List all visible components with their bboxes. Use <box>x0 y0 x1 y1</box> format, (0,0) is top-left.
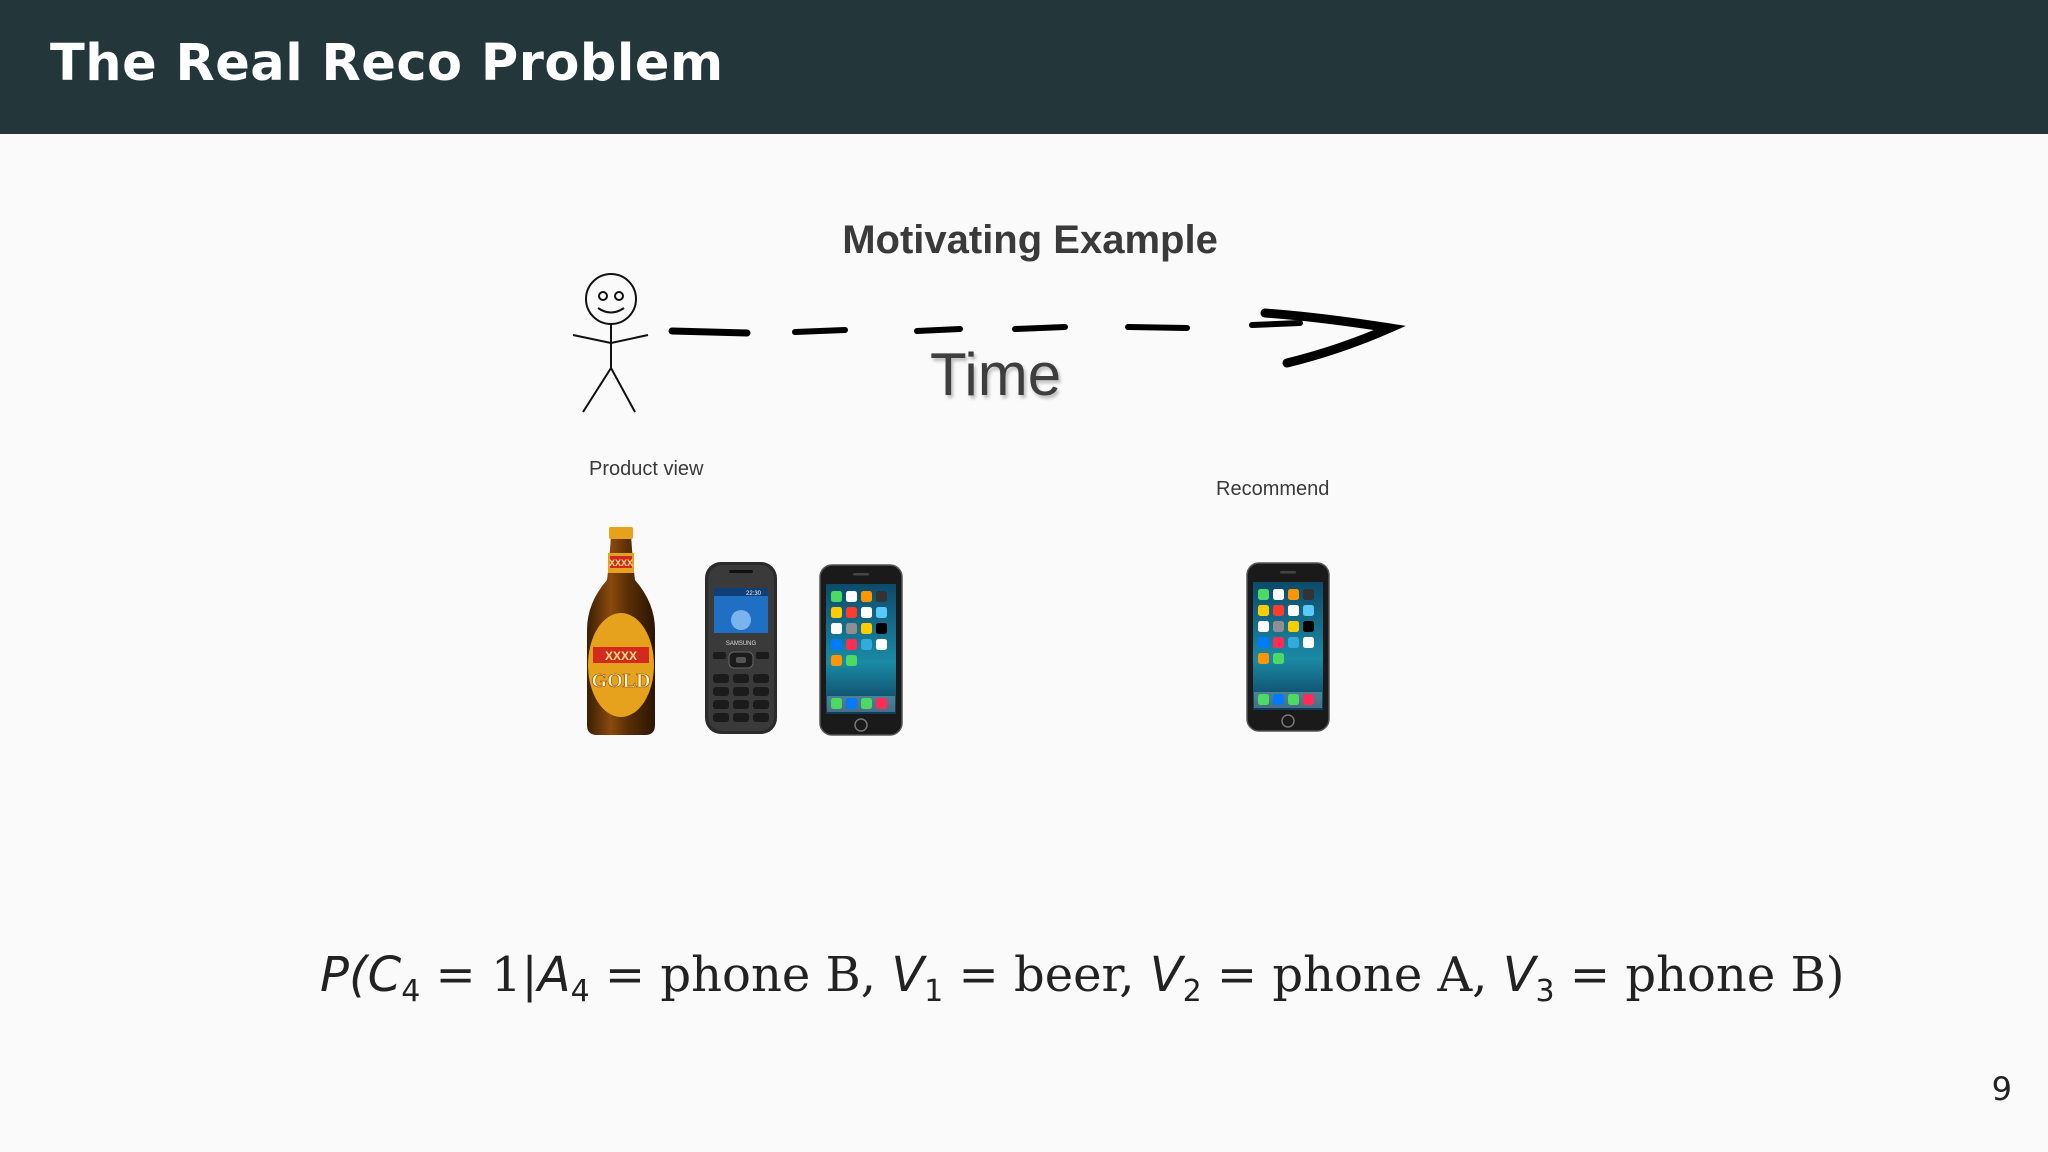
timeline-graphic <box>572 273 1406 413</box>
formula-p: P( <box>320 947 368 1003</box>
formula-v2-sub: 2 <box>1182 974 1202 1009</box>
formula-a-sub: 4 <box>570 974 590 1009</box>
formula-a: A <box>537 947 571 1003</box>
recommended-smartphone-icon <box>1246 562 1330 732</box>
formula-v1-sub: 1 <box>924 974 944 1009</box>
formula-v2-value: = phone A, <box>1201 947 1503 1003</box>
formula-eq1: = 1| <box>420 947 538 1003</box>
beer-neck-brand: XXXX <box>609 558 633 568</box>
beer-bottle-icon: XXXX XXXX GOLD <box>587 527 655 735</box>
formula-v3: V <box>1502 947 1536 1003</box>
formula-v3-value: = phone B) <box>1554 947 1845 1003</box>
page-number: 9 <box>1991 1070 2012 1108</box>
formula-c: C <box>367 947 402 1003</box>
dashed-arrow-icon <box>668 308 1406 368</box>
smartphone-icon <box>819 564 903 736</box>
time-label: Time <box>930 341 1062 408</box>
formula-v2: V <box>1149 947 1183 1003</box>
formula-c-sub: 4 <box>401 974 421 1009</box>
stick-figure-icon <box>572 273 649 413</box>
feature-phone-icon: 22:30 SAMSUNG <box>705 562 777 734</box>
figure-title: Motivating Example <box>842 218 1218 262</box>
slide-title: The Real Reco Problem <box>50 34 724 93</box>
formula-a-value: = phone B, <box>589 947 892 1003</box>
slide-header: The Real Reco Problem <box>0 0 2048 134</box>
probability-formula: P(C4 = 1|A4 = phone B, V1 = beer, V2 = p… <box>320 940 1844 1010</box>
product-view-label: Product view <box>589 458 704 480</box>
formula-v1: V <box>891 947 925 1003</box>
recommend-label: Recommend <box>1216 478 1330 500</box>
formula-v3-sub: 3 <box>1535 974 1555 1009</box>
formula-v1-value: = beer, <box>943 947 1150 1003</box>
phone-a-brand: SAMSUNG <box>726 641 757 647</box>
beer-label-brand: XXXX <box>605 649 637 663</box>
phone-a-clock: 22:30 <box>746 591 762 597</box>
beer-label-gold: GOLD <box>592 670 651 692</box>
